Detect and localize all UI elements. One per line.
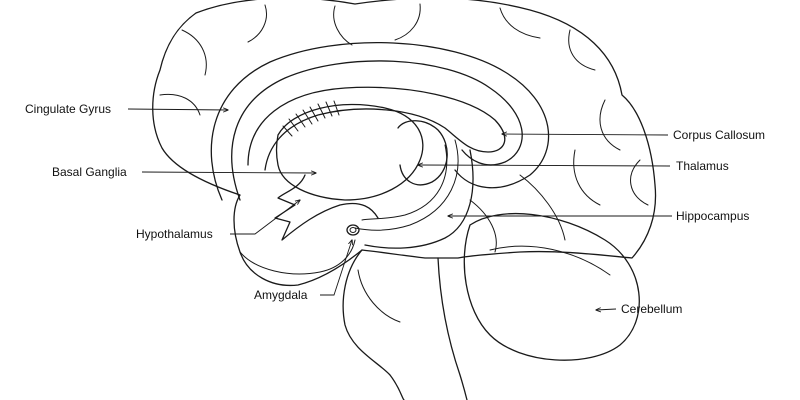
basal-ganglia-shape	[275, 103, 424, 201]
amygdala-inner	[349, 227, 357, 233]
label-thalamus: Thalamus	[676, 159, 729, 173]
gyrus-line	[599, 99, 621, 151]
cerebellum-shape	[463, 212, 640, 361]
gyrus-line	[394, 3, 421, 41]
cerebrum-outline	[152, 0, 657, 287]
gyrus-line	[499, 7, 541, 39]
corpus-callosum-shape	[247, 86, 506, 171]
gyrus-line	[573, 149, 601, 206]
gyrus-line	[630, 159, 649, 206]
leader-amygdala	[320, 240, 352, 296]
leader-thalamus	[418, 165, 671, 166]
leader-cerebellum	[596, 309, 617, 310]
fornix-curve-inner	[361, 144, 448, 221]
cingulate-inner-arch	[231, 60, 523, 201]
amygdala-shape	[346, 224, 360, 236]
gyrus-line	[181, 29, 207, 76]
gyrus-line	[159, 93, 201, 116]
label-corpus-callosum: Corpus Callosum	[673, 128, 765, 142]
leader-cingulate-gyrus	[127, 109, 228, 110]
leader-hypothalamus	[230, 200, 300, 235]
fornix-curve	[354, 139, 459, 231]
gyrus-line	[333, 5, 353, 46]
striations	[282, 100, 340, 137]
hippocampus-shape	[364, 149, 474, 249]
gyrus-line	[469, 199, 497, 253]
leader-corpus-callosum	[502, 134, 669, 135]
leader-lines	[127, 109, 672, 310]
label-cerebellum: Cerebellum	[621, 302, 682, 316]
pons-line	[357, 269, 401, 323]
label-basal-ganglia: Basal Ganglia	[52, 165, 127, 179]
gyrus-line	[519, 174, 566, 241]
label-hippocampus: Hippocampus	[676, 209, 749, 223]
label-cingulate-gyrus: Cingulate Gyrus	[25, 102, 111, 116]
brainstem-right	[437, 257, 468, 400]
gyrus-line	[568, 29, 596, 71]
temporal-lobe-line	[239, 239, 356, 275]
leader-basal-ganglia	[141, 172, 316, 173]
cingulate-outer-arch	[210, 41, 550, 201]
label-amygdala: Amygdala	[254, 288, 308, 302]
label-hypothalamus: Hypothalamus	[136, 227, 213, 241]
hypothalamus-zigzag	[274, 174, 379, 241]
brainstem-outline	[342, 249, 405, 400]
cerebellum-fold	[489, 245, 611, 276]
gyrus-line	[247, 4, 267, 43]
